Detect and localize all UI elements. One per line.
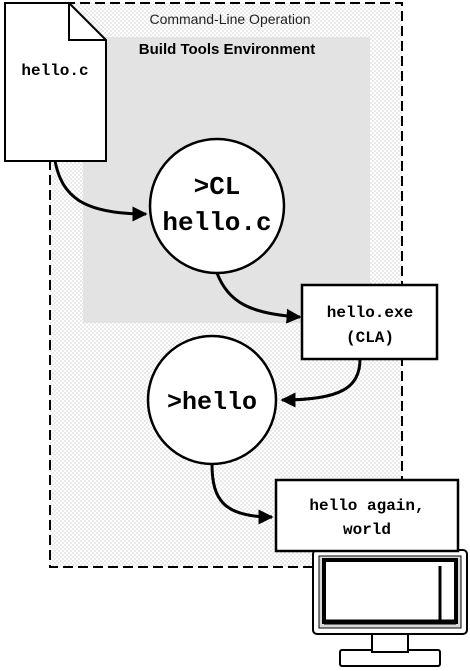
arrow-output-to-run [280, 358, 362, 408]
source-file-document: hello.c [4, 2, 107, 162]
arrow-compile-to-output [215, 272, 302, 324]
source-file-label: hello.c [21, 62, 88, 80]
console-output-line-1: hello again, [309, 497, 424, 515]
arrow-run-to-console [210, 463, 274, 525]
monitor-icon [312, 549, 468, 667]
run-step-node: >hello [146, 334, 278, 466]
console-output-line-2: world [343, 521, 391, 539]
run-command-label: >hello [167, 388, 257, 417]
document-icon [4, 2, 107, 162]
console-output-box: hello again, world [274, 478, 460, 553]
compile-argument-label: hello.c [162, 208, 271, 238]
arrow-source-to-compile [53, 160, 148, 222]
output-file-type-label: (CLA) [346, 329, 394, 347]
build-tools-environment-label: Build Tools Environment [139, 41, 315, 58]
output-executable-box: hello.exe (CLA) [300, 283, 439, 361]
compile-step-node: >CL hello.c [148, 137, 286, 275]
command-line-operation-label: Command-Line Operation [149, 11, 310, 27]
compile-command-label: >CL [194, 172, 241, 202]
output-file-name-label: hello.exe [327, 304, 413, 322]
